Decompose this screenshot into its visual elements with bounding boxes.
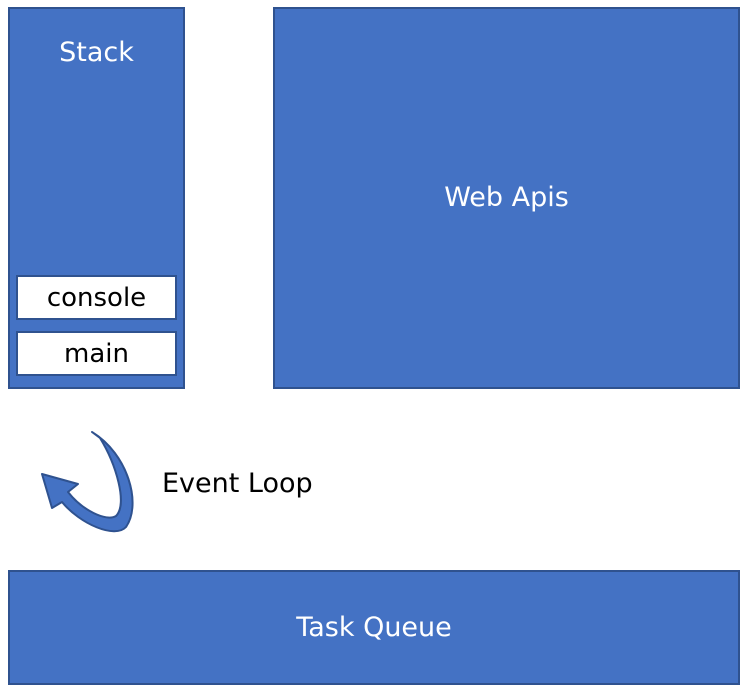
web-apis-label: Web Apis (444, 181, 569, 213)
web-apis-box: Web Apis (273, 7, 740, 389)
task-queue-label: Task Queue (296, 612, 452, 643)
event-loop-arrow-icon (41, 431, 134, 533)
stack-frame-main: main (16, 331, 177, 376)
stack-title: Stack (59, 37, 134, 68)
stack-box: Stack console main (8, 7, 185, 389)
event-loop-label: Event Loop (162, 468, 313, 499)
task-queue-box: Task Queue (8, 570, 740, 685)
stack-frame-console: console (16, 275, 177, 320)
